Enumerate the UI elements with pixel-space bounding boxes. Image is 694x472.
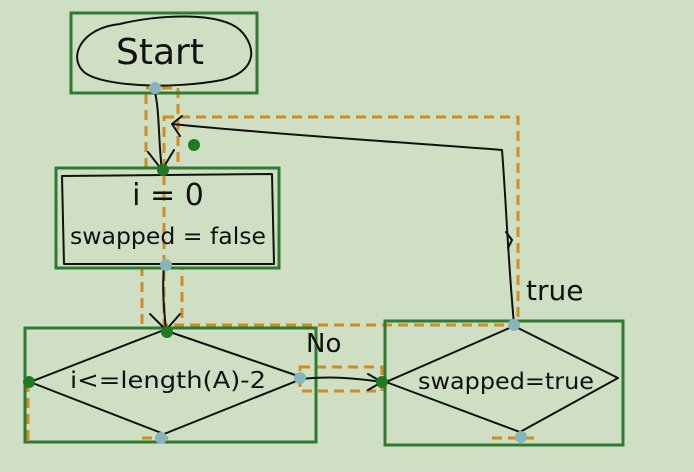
port-swapped-top[interactable] <box>508 319 520 331</box>
start-ellipse <box>76 15 253 87</box>
port-cond-left[interactable] <box>23 376 35 388</box>
start-node-box[interactable] <box>69 11 259 95</box>
port-cond-bottom[interactable] <box>155 432 167 444</box>
arrow-start-to-init <box>153 87 163 171</box>
edge-label-no: No <box>306 329 341 359</box>
ports <box>23 82 527 444</box>
tick-on-loop <box>505 231 513 249</box>
arrow-true-loop-back-head <box>171 115 183 137</box>
port-init-top[interactable] <box>157 164 169 176</box>
loop-back-guide <box>162 115 520 327</box>
port-start-bottom[interactable] <box>149 82 161 94</box>
arrow-no-edge <box>299 376 383 383</box>
swapped-diamond <box>385 325 619 433</box>
start-label: Start <box>116 32 204 73</box>
port-cond-right[interactable] <box>294 372 306 384</box>
edge-label-true: true <box>526 274 583 307</box>
node-labels: Start i = 0 swapped = false i<=length(A)… <box>70 32 594 395</box>
loop-condition-label: i<=length(A)-2 <box>70 368 266 394</box>
port-cond-top[interactable] <box>161 326 173 338</box>
edge-labels: No true <box>306 274 583 359</box>
arrow-true-loop-back <box>171 123 515 325</box>
port-swapped-bottom[interactable] <box>515 431 527 443</box>
swapped-condition-label: swapped=true <box>418 369 594 395</box>
port-loop-target[interactable] <box>188 139 200 151</box>
port-init-bottom[interactable] <box>160 259 172 271</box>
init-swapped-label: swapped = false <box>70 224 266 250</box>
init-i-label: i = 0 <box>132 178 204 213</box>
init-inner-rect <box>61 173 275 265</box>
port-swapped-left[interactable] <box>376 376 388 388</box>
arrow-init-to-cond <box>162 264 167 331</box>
